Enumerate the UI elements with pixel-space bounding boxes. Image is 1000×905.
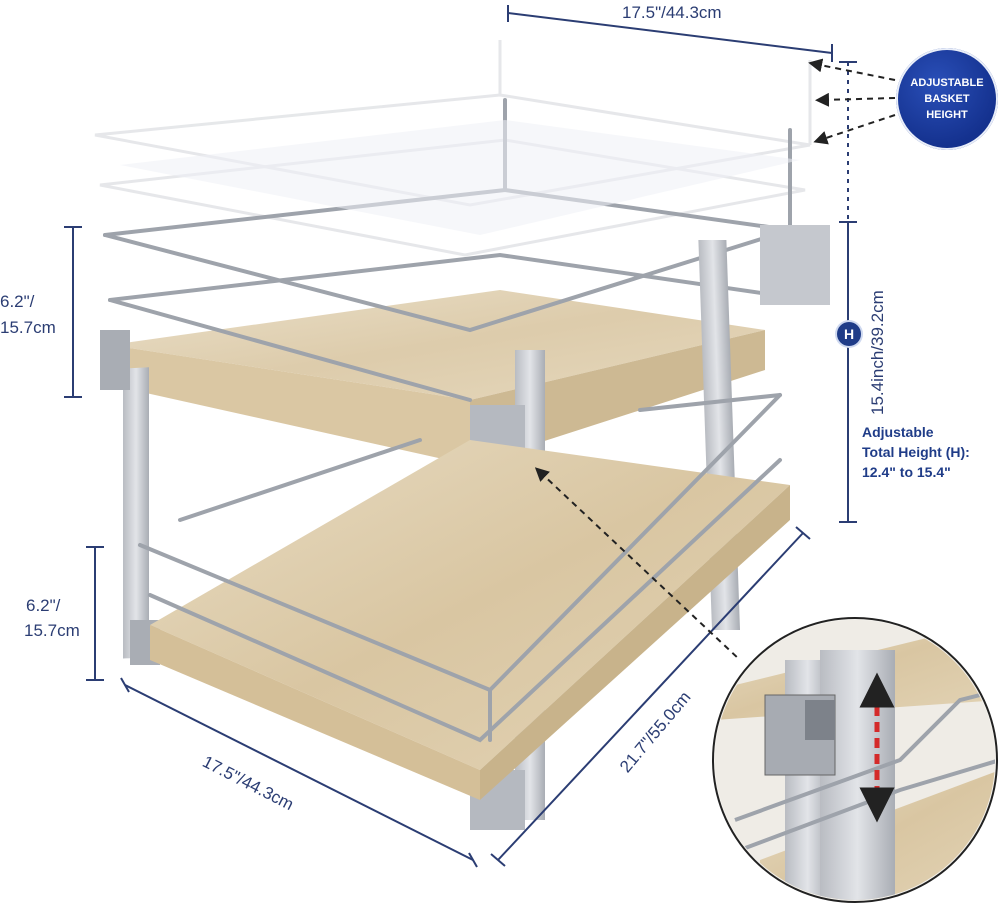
adjust-note-2: Total Height (H):	[862, 444, 970, 460]
adjust-note-3: 12.4" to 15.4"	[862, 464, 951, 480]
lower-height-label-2: 15.7cm	[24, 621, 80, 640]
total-height-label: 15.4inch/39.2cm	[868, 290, 887, 415]
zoom-detail-circle	[712, 617, 998, 903]
dimension-lines	[64, 5, 857, 868]
lower-height-label-1: 6.2"/	[26, 596, 61, 615]
badge-line-3: HEIGHT	[926, 109, 968, 121]
badge-line-2: BASKET	[924, 93, 970, 105]
lower-basket	[138, 393, 790, 800]
upper-basket	[103, 98, 800, 465]
top-width-label: 17.5"/44.3cm	[622, 3, 722, 22]
badge-line-1: ADJUSTABLE	[910, 77, 984, 89]
upper-height-label-1: 6.2"/	[0, 292, 35, 311]
adjustable-height-badge: ADJUSTABLE BASKET HEIGHT	[896, 48, 998, 150]
upper-height-label-2: 15.7cm	[0, 318, 56, 337]
adjust-note-1: Adjustable	[862, 424, 934, 440]
badge-arrows	[534, 58, 896, 661]
height-marker-icon: H	[837, 322, 861, 346]
